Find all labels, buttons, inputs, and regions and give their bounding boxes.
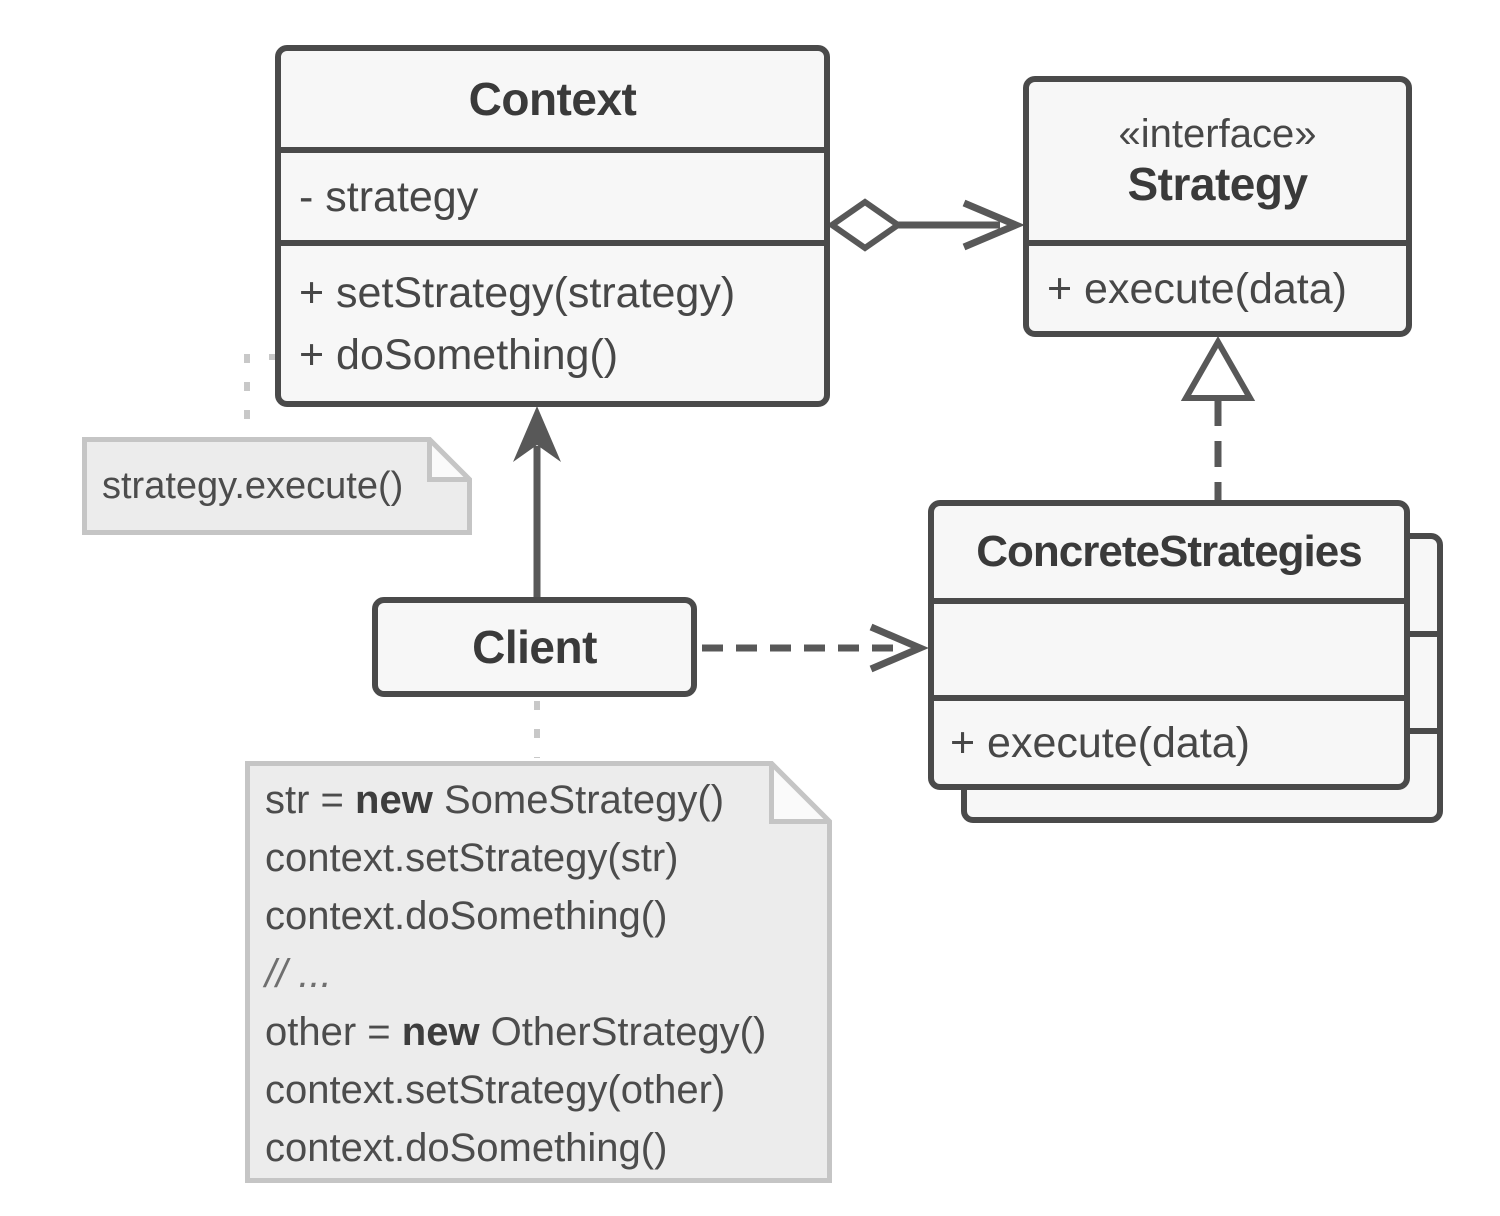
arrowhead-solid-icon: [513, 406, 561, 462]
class-client: Client: [372, 597, 697, 697]
code-text: other =: [265, 1010, 402, 1054]
realization-connector: [1180, 335, 1256, 500]
note-shape: [245, 761, 832, 1183]
strategy-methods-section: + execute(data): [1029, 240, 1406, 331]
code-line: context.doSomething(): [265, 894, 668, 938]
note-fold-corner-icon: [769, 761, 832, 824]
note-shape: [82, 437, 472, 535]
arrowhead-open-icon: [869, 623, 929, 673]
strategy-title-section: «interface» Strategy: [1029, 82, 1406, 240]
note-strategy-call: strategy.execute(): [82, 437, 472, 535]
class-title: Client: [472, 621, 597, 673]
client-concrete-dependency: [702, 623, 929, 673]
class-context: Context - strategy + setStrategy(strateg…: [275, 45, 830, 407]
keyword-new: new: [401, 1010, 480, 1054]
code-line: str = new SomeStrategy(): [265, 771, 832, 829]
hollow-triangle-icon: [1180, 335, 1256, 401]
note-client-code: str = new SomeStrategy() context.setStra…: [245, 761, 832, 1183]
aggregation-diamond-icon: [826, 198, 904, 252]
code-line: context.setStrategy(other): [265, 1068, 726, 1112]
concrete-methods-section: + execute(data): [934, 695, 1404, 784]
method-row: + setStrategy(strategy): [299, 268, 736, 317]
code-line: context.doSomething(): [265, 1126, 668, 1170]
keyword-new: new: [355, 778, 433, 822]
code-text: SomeStrategy(): [432, 778, 725, 822]
class-title: Context: [468, 73, 637, 125]
note-fold-corner-icon: [427, 437, 472, 482]
class-concrete-strategies: ConcreteStrategies + execute(data): [928, 500, 1410, 790]
concrete-attributes-section: [934, 598, 1404, 695]
code-text: str =: [265, 778, 356, 822]
note-body: [82, 437, 472, 535]
code-text: OtherStrategy(): [479, 1010, 767, 1054]
method-row: + execute(data): [1047, 264, 1347, 313]
method-row: + execute(data): [950, 718, 1250, 767]
class-title: ConcreteStrategies: [976, 527, 1362, 576]
client-context-association: [513, 406, 561, 597]
code-comment-line: // ...: [265, 952, 332, 996]
context-methods-section: + setStrategy(strategy) + doSomething(): [281, 240, 824, 401]
code-line: context.setStrategy(str): [265, 836, 679, 880]
concrete-title-section: ConcreteStrategies: [934, 506, 1404, 598]
class-title: Strategy: [1127, 157, 1308, 210]
code-block: str = new SomeStrategy() context.setStra…: [245, 761, 832, 1177]
aggregation-connector: [826, 198, 1025, 252]
method-row: + doSomething(): [299, 330, 619, 379]
code-line: other = new OtherStrategy(): [265, 1003, 832, 1061]
context-title-section: Context: [281, 51, 824, 147]
arrowhead-open-icon: [962, 199, 1025, 251]
note-body: [245, 761, 832, 1183]
attribute-row: - strategy: [299, 172, 479, 221]
class-strategy: «interface» Strategy + execute(data): [1023, 76, 1412, 337]
stereotype-label: «interface»: [1118, 111, 1317, 156]
note-text: strategy.execute(): [102, 464, 404, 507]
note-anchor-context: [244, 354, 278, 436]
context-attributes-section: - strategy: [281, 147, 824, 240]
